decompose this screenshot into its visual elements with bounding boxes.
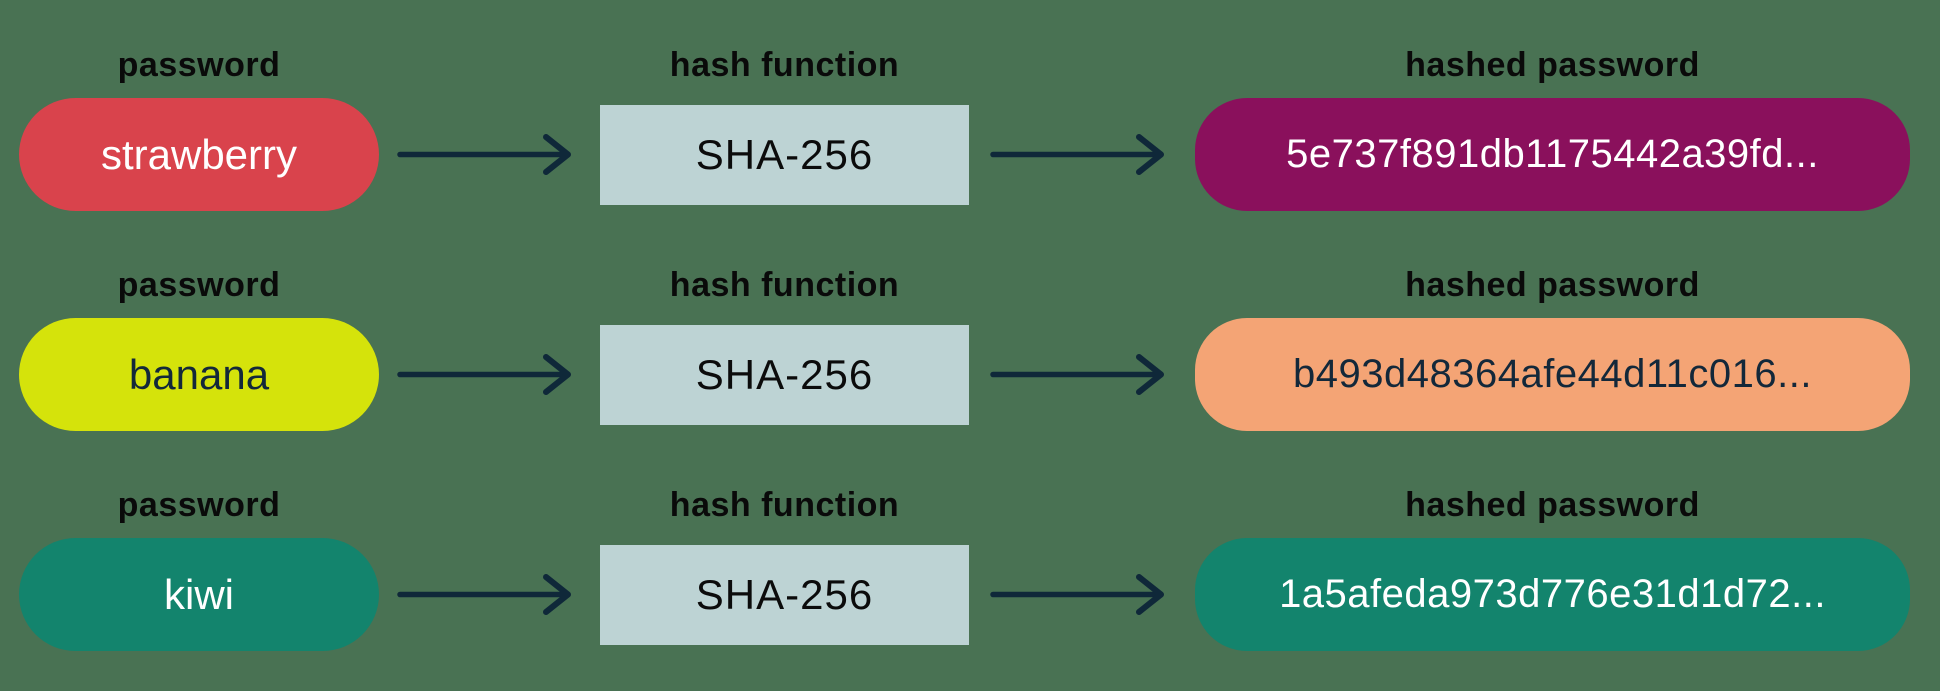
password-column: password kiwi — [19, 484, 379, 651]
arrow-cell — [969, 484, 1195, 651]
password-pill: kiwi — [19, 538, 379, 651]
hash-function-label: hash function — [669, 486, 900, 524]
hash-function-column: hash function SHA-256 — [600, 264, 969, 431]
hashed-password-label: hashed password — [1405, 46, 1700, 84]
right-arrow-icon — [989, 354, 1164, 395]
hashed-password-column: hashed password 1a5afeda973d776e31d1d72.… — [1195, 484, 1910, 651]
hashed-password-label: hashed password — [1405, 266, 1700, 304]
right-arrow-icon — [989, 574, 1164, 615]
password-label: password — [117, 46, 281, 84]
right-arrow-icon — [397, 134, 571, 175]
hashed-password-column: hashed password b493d48364afe44d11c016..… — [1195, 264, 1910, 431]
arrow-cell — [379, 264, 600, 431]
password-label: password — [117, 486, 281, 524]
hash-function-label: hash function — [669, 46, 900, 84]
hash-function-box: SHA-256 — [600, 104, 969, 205]
password-pill: strawberry — [19, 98, 379, 211]
diagram-row-kiwi: password kiwi hash function SHA-256 — [19, 484, 1910, 651]
right-arrow-icon — [397, 354, 571, 395]
hash-function-column: hash function SHA-256 — [600, 44, 969, 211]
arrow-cell — [969, 44, 1195, 211]
hash-function-column: hash function SHA-256 — [600, 484, 969, 651]
hash-function-label: hash function — [669, 266, 900, 304]
arrow-cell — [969, 264, 1195, 431]
diagram-row-strawberry: password strawberry hash function SHA-25… — [19, 44, 1910, 211]
password-column: password strawberry — [19, 44, 379, 211]
password-column: password banana — [19, 264, 379, 431]
hashed-password-label: hashed password — [1405, 486, 1700, 524]
diagram-row-banana: password banana hash function SHA-256 — [19, 264, 1910, 431]
hash-function-box: SHA-256 — [600, 324, 969, 425]
hashed-password-column: hashed password 5e737f891db1175442a39fd.… — [1195, 44, 1910, 211]
arrow-cell — [379, 44, 600, 211]
password-pill: banana — [19, 318, 379, 431]
arrow-cell — [379, 484, 600, 651]
right-arrow-icon — [989, 134, 1164, 175]
hashed-password-pill: 5e737f891db1175442a39fd... — [1195, 98, 1910, 211]
hashed-password-pill: 1a5afeda973d776e31d1d72... — [1195, 538, 1910, 651]
hash-function-box: SHA-256 — [600, 544, 969, 645]
password-label: password — [117, 266, 281, 304]
right-arrow-icon — [397, 574, 571, 615]
hashed-password-pill: b493d48364afe44d11c016... — [1195, 318, 1910, 431]
